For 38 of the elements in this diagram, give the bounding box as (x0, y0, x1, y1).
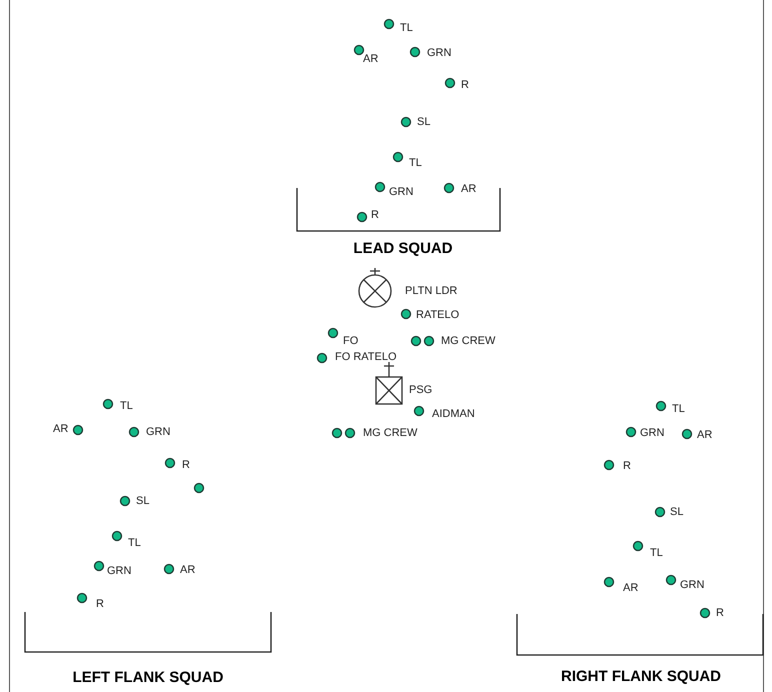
position-label: GRN (680, 578, 704, 593)
position-label: TL (409, 156, 422, 171)
position-label: TL (672, 402, 685, 417)
position-label: PLTN LDR (405, 284, 458, 299)
position-label: TL (120, 398, 133, 414)
squad-title: LEAD SQUAD (353, 238, 453, 259)
position-label: AR (461, 182, 476, 197)
position-label: GRN (640, 426, 664, 441)
position-label: SL (417, 114, 430, 130)
position-label: MG CREW (441, 334, 496, 349)
position-label: AR (53, 422, 68, 437)
position-label: R (182, 458, 190, 473)
position-label: R (371, 208, 379, 223)
position-label: AR (697, 428, 712, 443)
position-label: AR (363, 52, 378, 67)
position-label: TL (400, 20, 413, 36)
position-label: PSG (409, 382, 432, 398)
position-label: R (716, 606, 724, 621)
position-label: FO (343, 334, 358, 349)
position-label: GRN (427, 46, 452, 61)
position-label: TL (128, 536, 141, 551)
position-label: GRN (389, 184, 414, 200)
position-label: FO RATELO (335, 350, 397, 365)
position-label: MG CREW (363, 426, 418, 441)
position-label: AR (180, 562, 196, 578)
position-label: R (623, 458, 631, 474)
squad-title: LEFT FLANK SQUAD (72, 668, 224, 688)
position-label: GRN (107, 564, 132, 579)
position-label: SL (670, 504, 684, 520)
position-label: SL (136, 494, 150, 509)
position-label: RATELO (416, 308, 460, 323)
position-label: AIDMAN (432, 406, 475, 422)
position-label: R (461, 78, 469, 93)
position-label: AR (623, 580, 638, 596)
position-label: GRN (146, 424, 170, 440)
squad-title: RIGHT FLANK SQUAD (561, 666, 721, 687)
position-label: R (96, 596, 104, 612)
position-label: TL (650, 546, 663, 561)
